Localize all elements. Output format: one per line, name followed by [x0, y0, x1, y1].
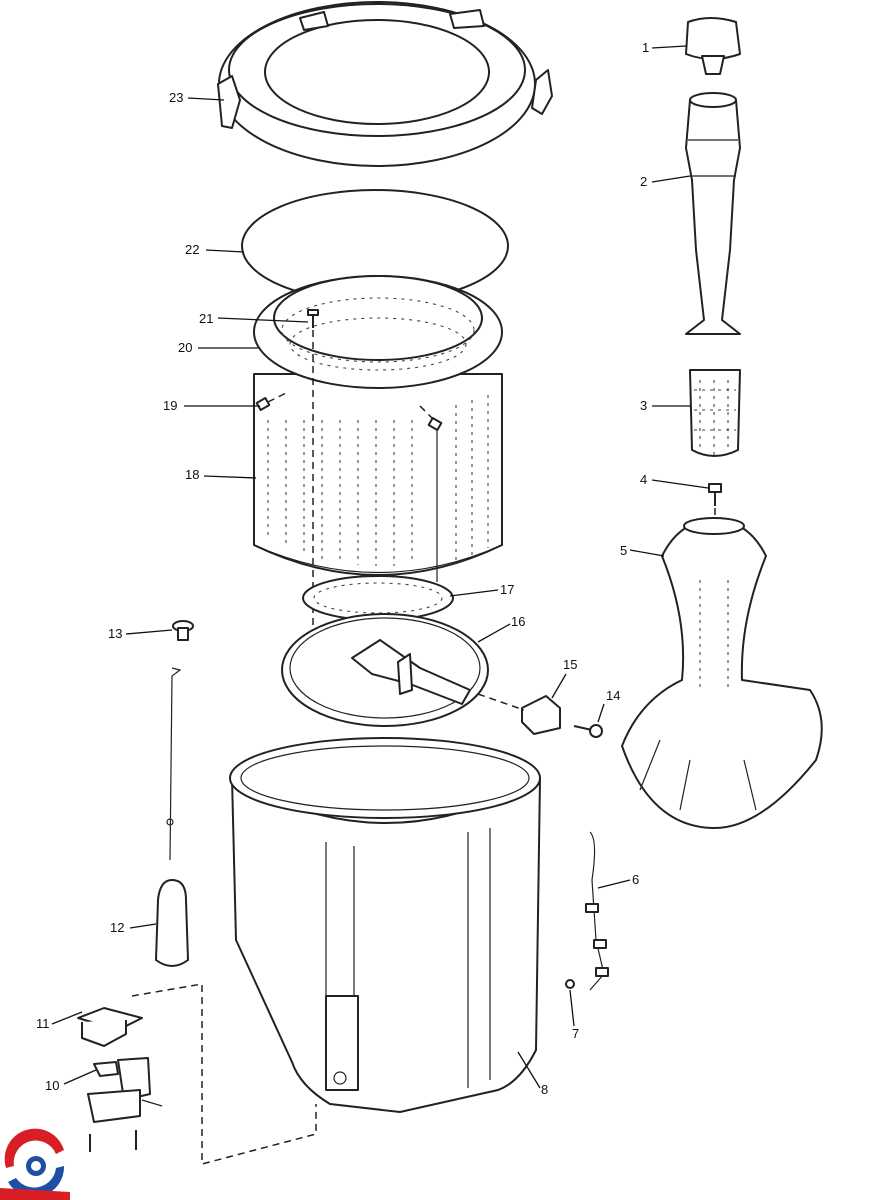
part-1-agitator-cap [685, 17, 741, 75]
part-21-screw [307, 309, 319, 660]
callout-4: 4 [640, 472, 648, 487]
callout-15: 15 [563, 657, 578, 672]
callout-14: 14 [606, 688, 621, 703]
part-7-fitting [565, 979, 575, 989]
part-3-lint-filter [689, 369, 741, 457]
callout-17: 17 [500, 582, 515, 597]
callout-19: 19 [163, 398, 178, 413]
callout-8: 8 [541, 1082, 549, 1097]
part-6-hose [585, 831, 609, 991]
callout-12: 12 [110, 920, 125, 935]
part-17-hub-ring [302, 575, 454, 621]
connector-dashed-outline [131, 983, 317, 1165]
part-11-damper-bracket [77, 1007, 143, 1047]
part-16-plate [281, 613, 489, 727]
part-23-tub-ring [217, 1, 553, 167]
part-14-bolt [573, 724, 603, 738]
callout-11: 11 [36, 1016, 50, 1031]
part-12-suspension-rod [155, 667, 189, 967]
callout-2: 2 [640, 174, 648, 189]
callout-21: 21 [199, 311, 214, 326]
brand-logo [0, 1128, 70, 1200]
part-2-agitator-barrel [685, 92, 741, 335]
part-13-cap [172, 620, 194, 641]
callout-3: 3 [640, 398, 648, 413]
part-8-outer-tub [229, 737, 541, 1113]
callout-6: 6 [632, 872, 640, 887]
part-15-bracket [477, 693, 561, 735]
callout-13: 13 [108, 626, 123, 641]
callout-20: 20 [178, 340, 193, 355]
callout-7: 7 [572, 1026, 580, 1041]
callout-22: 22 [185, 242, 200, 257]
part-10-valve [87, 1057, 163, 1152]
callout-16: 16 [511, 614, 526, 629]
callout-23: 23 [169, 90, 184, 105]
part-5-agitator [621, 517, 823, 830]
callout-5: 5 [620, 543, 628, 558]
part-19-screws [255, 391, 443, 431]
callout-18: 18 [185, 467, 200, 482]
leader-lines [51, 45, 709, 1089]
callout-10: 10 [45, 1078, 60, 1093]
callout-1: 1 [642, 40, 650, 55]
